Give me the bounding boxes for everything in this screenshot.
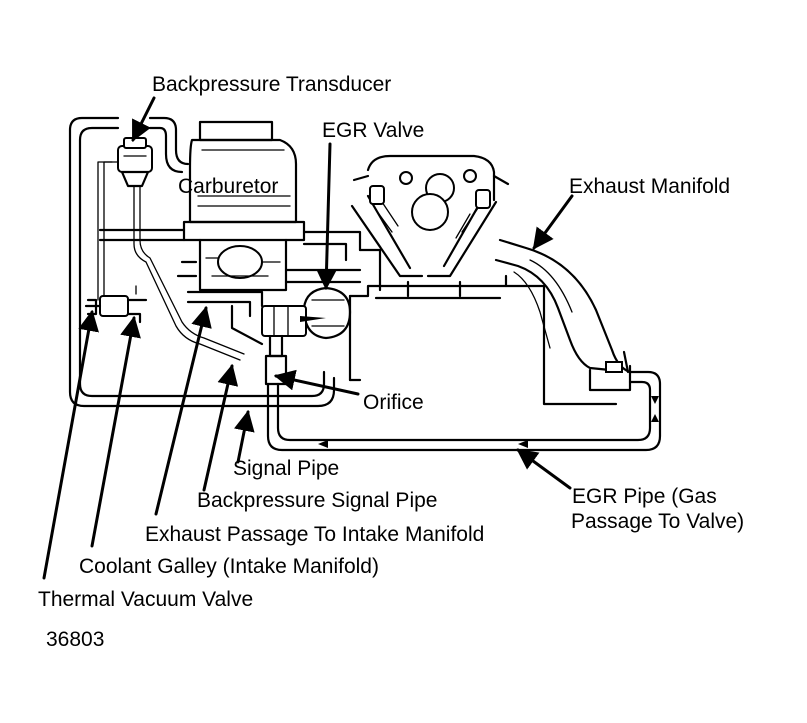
label-thermal-vacuum-valve: Thermal Vacuum Valve — [38, 588, 253, 611]
leader-egr-valve — [316, 142, 338, 291]
leader-coolant-galley — [90, 315, 141, 548]
vacuum-hose-loop — [68, 116, 336, 408]
cylinder-head — [350, 154, 510, 298]
thermal-vacuum-valve-body — [84, 285, 148, 324]
leader-signal-pipe — [233, 409, 255, 464]
leader-backpressure-transducer — [131, 96, 156, 142]
leader-egr-pipe — [516, 448, 572, 490]
label-exhaust-manifold: Exhaust Manifold — [569, 175, 730, 198]
carburetor-body — [182, 120, 306, 292]
label-backpressure-transducer: Backpressure Transducer — [152, 73, 391, 96]
label-egr-valve: EGR Valve — [322, 119, 424, 142]
label-coolant-galley: Coolant Galley (Intake Manifold) — [79, 555, 379, 578]
labels: Backpressure Transducer EGR Valve Carbur… — [38, 73, 744, 651]
egr-valve-body — [261, 286, 352, 386]
egr-pipe — [266, 370, 662, 452]
backpressure-transducer — [97, 137, 245, 361]
engine-illustration — [68, 116, 662, 452]
leader-lines — [42, 96, 574, 580]
leader-thermal-vacuum-valve — [42, 309, 99, 580]
engine-block — [348, 274, 618, 406]
intake-manifold — [98, 228, 362, 346]
label-egr-pipe-line2: Passage To Valve) — [571, 510, 744, 533]
leader-orifice — [273, 369, 360, 396]
leader-backpressure-signal-pipe — [202, 363, 239, 492]
leader-exhaust-passage — [154, 305, 212, 516]
label-orifice: Orifice — [363, 391, 424, 414]
figure-number: 36803 — [46, 628, 104, 651]
label-signal-pipe: Signal Pipe — [233, 457, 339, 480]
label-exhaust-passage: Exhaust Passage To Intake Manifold — [145, 523, 484, 546]
exhaust-manifold-body — [494, 238, 632, 392]
label-egr-pipe-line1: EGR Pipe (Gas — [572, 485, 717, 508]
leader-exhaust-manifold — [532, 194, 574, 250]
label-backpressure-signal-pipe: Backpressure Signal Pipe — [197, 489, 437, 512]
label-carburetor: Carburetor — [178, 175, 278, 198]
